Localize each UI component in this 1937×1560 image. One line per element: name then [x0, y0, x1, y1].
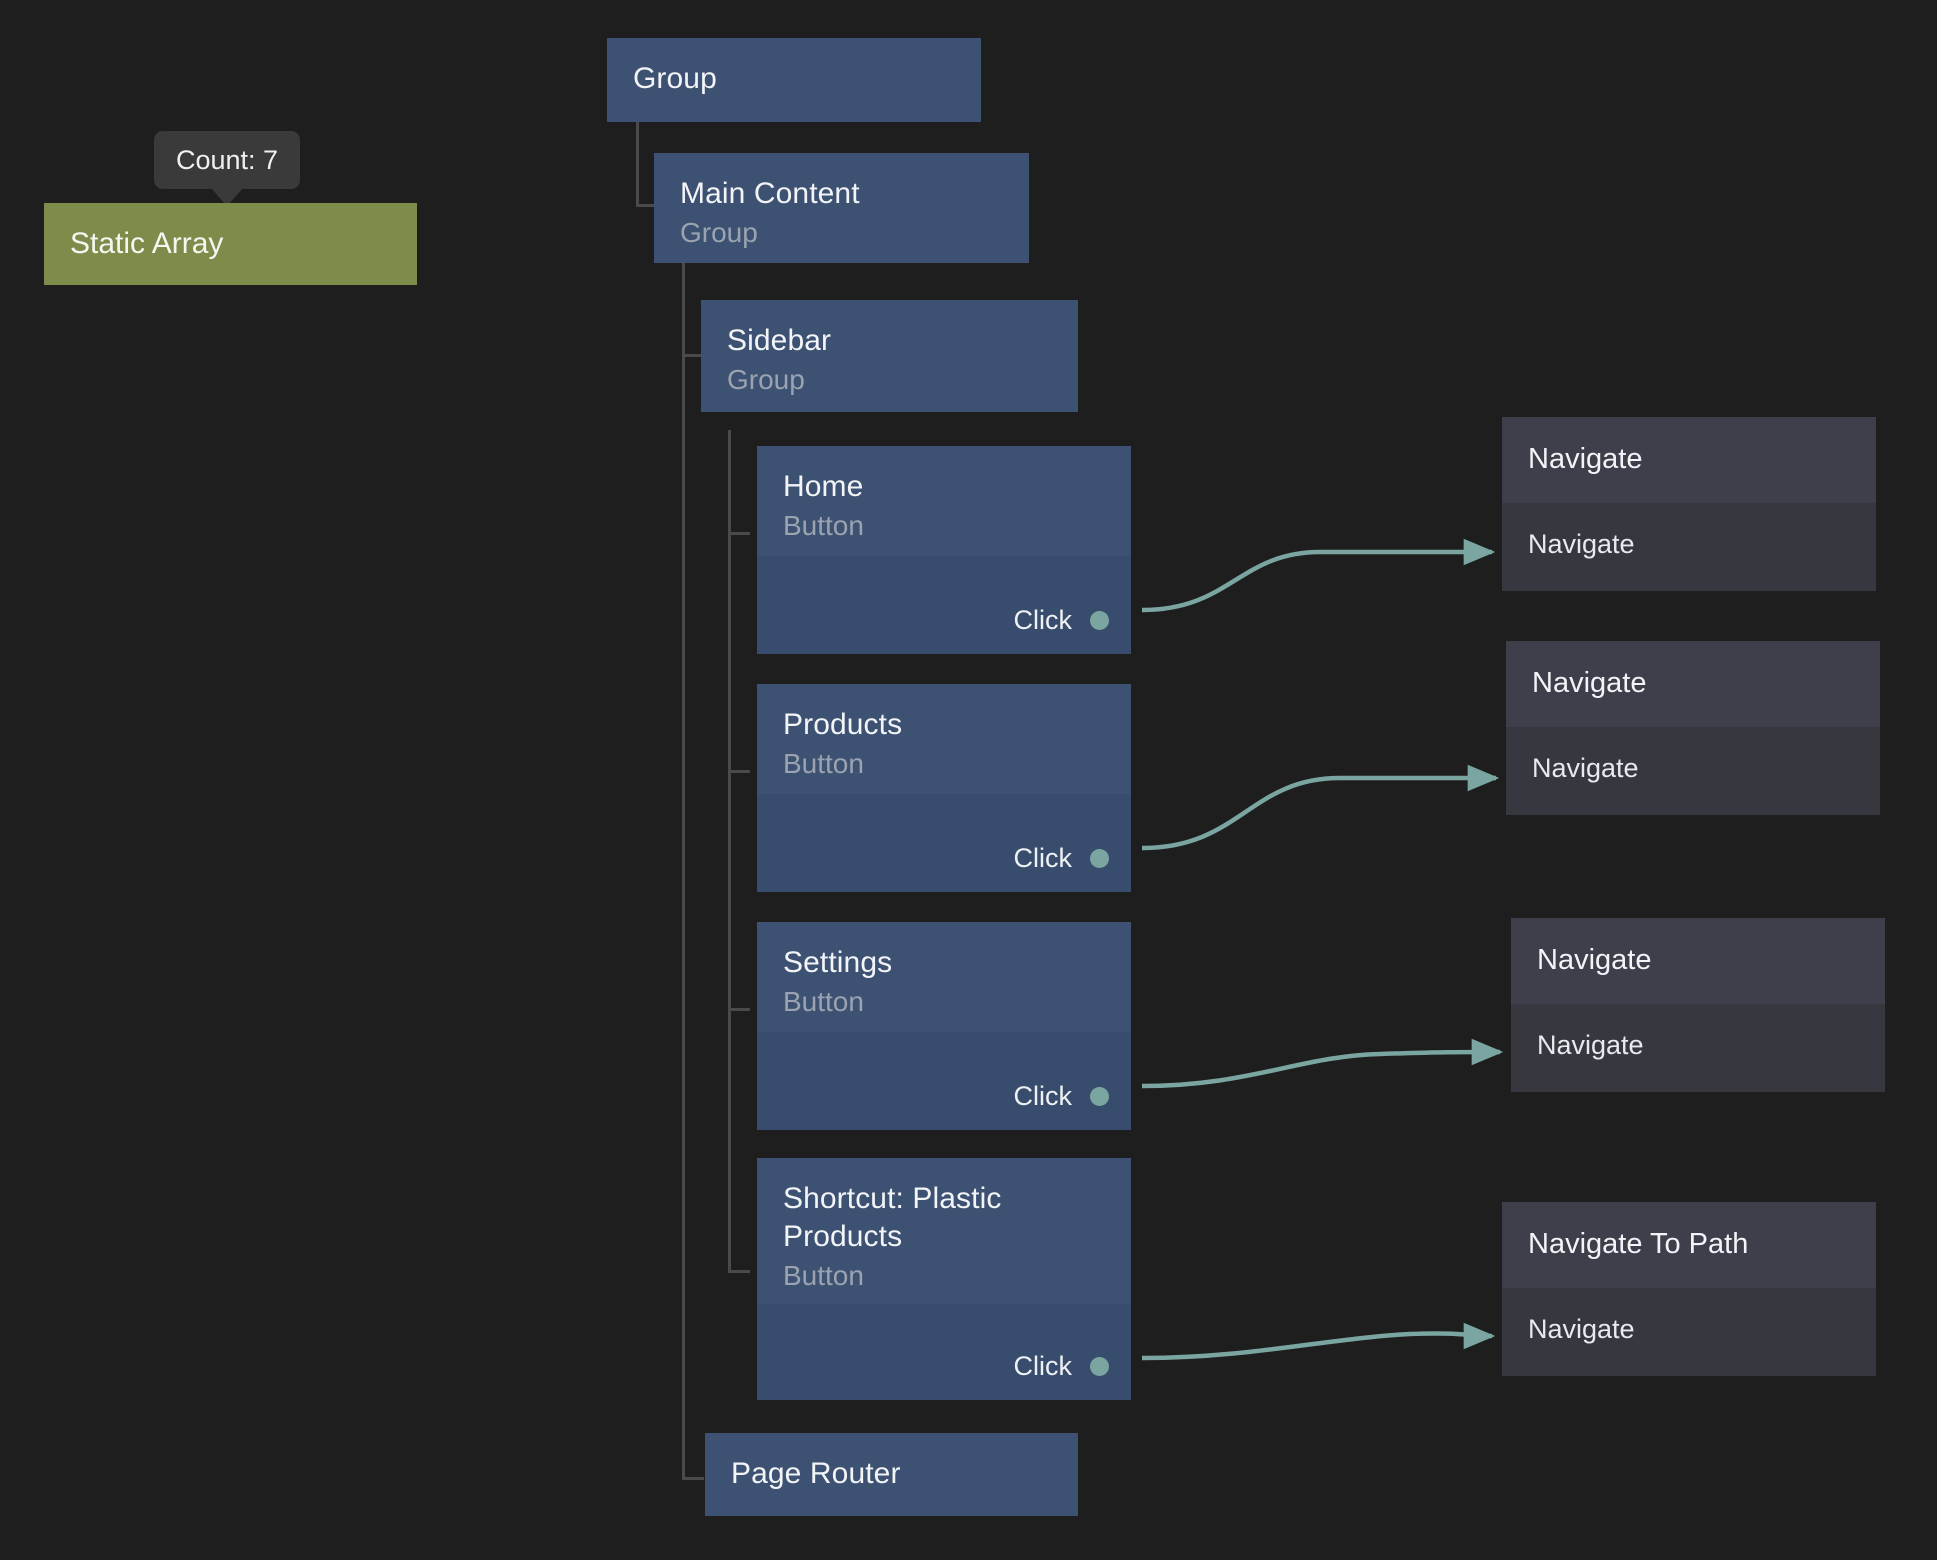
node-header: Page Router: [705, 1433, 1078, 1516]
output-port-click[interactable]: Click: [1013, 1350, 1109, 1382]
node-title: Navigate: [1528, 443, 1643, 475]
port-dot-icon[interactable]: [1090, 1086, 1109, 1106]
port-dot-icon[interactable]: [1090, 848, 1109, 868]
node-sidebar[interactable]: Sidebar Group: [701, 300, 1078, 412]
node-title: Static Array: [70, 227, 224, 260]
node-title: Products: [783, 708, 903, 741]
node-title: Navigate: [1532, 667, 1647, 699]
node-subtitle: Button: [783, 1260, 864, 1291]
node-subtitle: Group: [680, 217, 758, 248]
node-products-button[interactable]: Products Button Click: [757, 684, 1131, 892]
node-subtitle: Button: [783, 510, 864, 541]
edge-products-click-to-navigate: [1141, 764, 1500, 851]
node-body: Click: [757, 1304, 1131, 1400]
input-port-navigate[interactable]: Navigate: [1532, 753, 1639, 783]
port-label: Click: [1013, 843, 1073, 873]
node-title: Settings: [783, 946, 893, 979]
port-label: Click: [1013, 1081, 1073, 1111]
node-subtitle: Group: [727, 364, 805, 395]
tree-line-horizontal: [682, 354, 704, 357]
node-header: Group: [607, 38, 981, 122]
node-body: Click: [757, 556, 1131, 654]
port-label: Click: [1013, 605, 1073, 635]
node-header: Shortcut: Plastic Products Button: [757, 1158, 1131, 1304]
node-title: Page Router: [731, 1457, 901, 1490]
tree-line-vertical: [636, 122, 639, 207]
node-navigate-to-path[interactable]: Navigate To Path Navigate: [1502, 1202, 1876, 1376]
node-header: Home Button: [757, 446, 1131, 556]
node-title: Sidebar: [727, 324, 832, 357]
node-navigate-2[interactable]: Navigate Navigate: [1506, 641, 1880, 815]
edge-home-click-to-navigate: [1141, 538, 1496, 613]
tree-line-horizontal: [728, 532, 750, 535]
node-header: Navigate: [1506, 641, 1880, 727]
node-body: Navigate: [1502, 503, 1876, 591]
node-header: Navigate To Path: [1502, 1202, 1876, 1288]
node-title: Home: [783, 470, 864, 503]
node-body: Navigate: [1502, 1288, 1876, 1376]
node-body: Click: [757, 1032, 1131, 1130]
node-title: Group: [633, 62, 717, 95]
port-label: Click: [1013, 1351, 1073, 1381]
output-port-click[interactable]: Click: [1013, 1080, 1109, 1112]
node-shortcut-plastic-products-button[interactable]: Shortcut: Plastic Products Button Click: [757, 1158, 1131, 1400]
node-body: Navigate: [1506, 727, 1880, 815]
node-title: Navigate To Path: [1528, 1228, 1749, 1260]
node-main-content[interactable]: Main Content Group: [654, 153, 1029, 263]
tree-line-horizontal: [728, 1270, 750, 1273]
output-port-click[interactable]: Click: [1013, 604, 1109, 636]
node-static-array[interactable]: Static Array: [44, 203, 417, 285]
node-settings-button[interactable]: Settings Button Click: [757, 922, 1131, 1130]
tree-line-horizontal: [728, 1008, 750, 1011]
node-title: Navigate: [1537, 944, 1652, 976]
tree-line-horizontal: [682, 1477, 704, 1480]
node-navigate-3[interactable]: Navigate Navigate: [1511, 918, 1885, 1092]
node-header: Navigate: [1511, 918, 1885, 1004]
output-port-click[interactable]: Click: [1013, 842, 1109, 874]
node-header: Navigate: [1502, 417, 1876, 503]
node-navigate-1[interactable]: Navigate Navigate: [1502, 417, 1876, 591]
node-subtitle: Button: [783, 748, 864, 779]
tooltip-label: Count: 7: [176, 145, 279, 175]
tree-line-horizontal: [636, 204, 658, 207]
edge-shortcut-click-to-navigate-to-path: [1141, 1322, 1496, 1361]
input-port-navigate[interactable]: Navigate: [1528, 529, 1635, 559]
edge-settings-click-to-navigate: [1141, 1038, 1504, 1089]
node-page-router[interactable]: Page Router: [705, 1433, 1078, 1516]
node-title: Main Content: [680, 177, 860, 210]
node-header: Settings Button: [757, 922, 1131, 1032]
tooltip-arrow-icon: [211, 188, 244, 206]
input-port-navigate[interactable]: Navigate: [1537, 1030, 1644, 1060]
node-header: Sidebar Group: [701, 300, 1078, 412]
node-header: Products Button: [757, 684, 1131, 794]
port-dot-icon[interactable]: [1090, 1356, 1109, 1376]
tree-line-vertical: [728, 430, 731, 1273]
tree-line-horizontal: [728, 770, 750, 773]
tree-line-vertical: [682, 262, 685, 1480]
port-dot-icon[interactable]: [1090, 610, 1109, 630]
count-tooltip: Count: 7: [154, 131, 301, 206]
node-header: Main Content Group: [654, 153, 1029, 263]
node-title: Shortcut: Plastic Products: [783, 1182, 1002, 1253]
input-port-navigate[interactable]: Navigate: [1528, 1314, 1635, 1344]
node-group[interactable]: Group: [607, 38, 981, 122]
node-body: Navigate: [1511, 1004, 1885, 1092]
node-body: Click: [757, 794, 1131, 892]
node-subtitle: Button: [783, 986, 864, 1017]
node-home-button[interactable]: Home Button Click: [757, 446, 1131, 654]
